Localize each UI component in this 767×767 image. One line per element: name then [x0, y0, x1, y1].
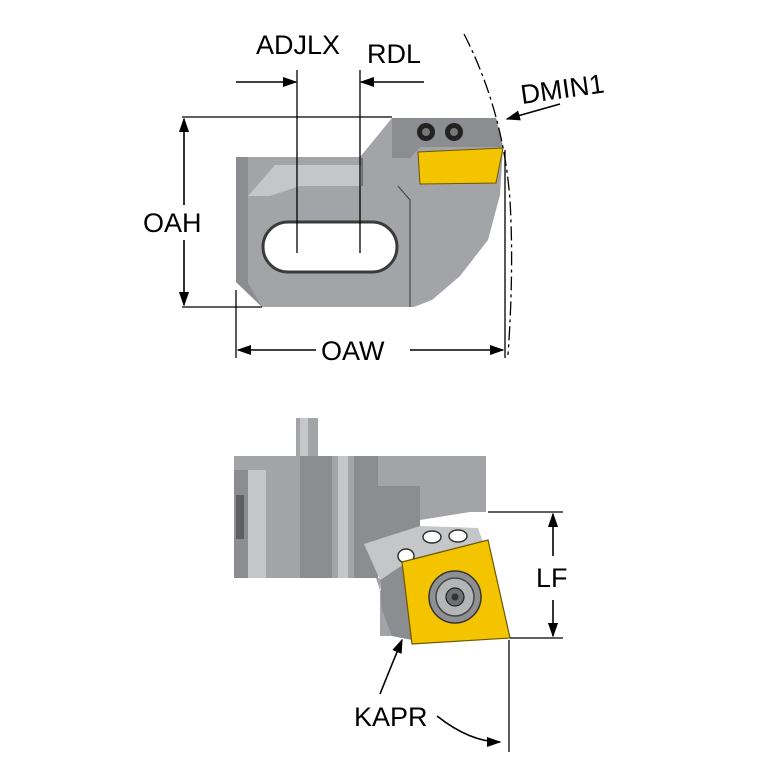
holder-upper-face	[248, 165, 362, 196]
adjlx-label: ADJLX	[256, 30, 340, 60]
oaw-label: OAW	[321, 336, 385, 366]
lf-label: LF	[536, 563, 568, 593]
adjustment-slot	[261, 220, 399, 274]
oah-label: OAH	[143, 208, 202, 238]
top-view: ADJLX RDL DMIN1 OAH OAW	[143, 30, 606, 366]
side-view: LF KAPR	[234, 418, 568, 752]
insert-screw-icon	[428, 570, 482, 624]
kapr-arc	[436, 715, 502, 748]
dmin1-label: DMIN1	[519, 69, 606, 110]
clamp-screw-icon	[417, 123, 463, 141]
cutting-insert-top	[417, 147, 504, 185]
rdl-label: RDL	[367, 39, 421, 69]
holder-side-face	[236, 157, 262, 307]
kapr-label: KAPR	[354, 702, 428, 732]
dmin1-arc	[463, 33, 513, 356]
